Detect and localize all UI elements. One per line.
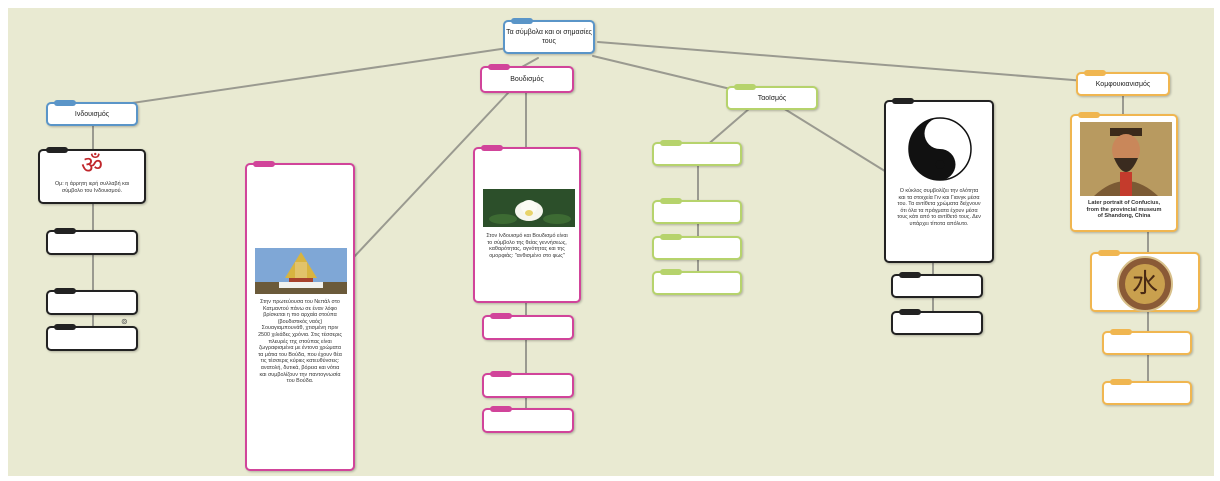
branch-confucianism[interactable]: Κομφουκιανισμός	[1076, 70, 1170, 96]
taoism-empty-node-4[interactable]	[652, 269, 742, 295]
mindmap-canvas[interactable]: Τα σύμβολα και οι σημασίες τους Ινδουισμ…	[8, 8, 1214, 476]
hinduism-empty-node-1[interactable]	[46, 228, 138, 255]
node-tag	[1110, 329, 1132, 335]
buddhism-empty-node-3[interactable]	[482, 406, 574, 433]
water-character: 水	[1125, 264, 1165, 304]
branch-taoism-title: Ταοϊσμός	[757, 94, 787, 102]
branch-buddhism[interactable]: Βουδισμός	[480, 64, 574, 93]
water-character-icon: 水	[1117, 256, 1173, 312]
branch-confucianism-title: Κομφουκιανισμός	[1095, 80, 1151, 88]
node-tag	[899, 272, 921, 278]
lotus-card[interactable]: Στον Ινδουισμό και Βουδισμό είναι το σύμ…	[473, 145, 581, 303]
mindmap-connectors	[92, 41, 1149, 419]
node-tag	[54, 228, 76, 234]
node-tag	[1110, 379, 1132, 385]
node-tag	[899, 309, 921, 315]
yin-yang-symbol-icon	[908, 117, 972, 181]
confucius-portrait-icon	[1080, 122, 1172, 196]
node-tag	[54, 100, 76, 106]
link-taoism-yinyang	[782, 107, 889, 174]
node-tag	[253, 161, 275, 167]
om-symbol-icon: ॐ	[81, 152, 103, 179]
taoism-empty-node-5[interactable]	[891, 272, 983, 298]
branch-taoism[interactable]: Ταοϊσμός	[726, 84, 818, 110]
confucianism-empty-node-1[interactable]	[1102, 329, 1192, 355]
confucius-caption: Later portrait of Confucius, from the pr…	[1086, 200, 1162, 220]
yinyang-card[interactable]: Ο κύκλος συμβολίζει την ολότητα και τα σ…	[884, 98, 994, 263]
node-tag	[511, 18, 533, 24]
confucianism-empty-node-2[interactable]	[1102, 379, 1192, 405]
taoism-empty-node-6[interactable]	[891, 309, 983, 335]
link-root-taoism	[592, 55, 744, 93]
yinyang-description: Ο κύκλος συμβολίζει την ολότητα και τα σ…	[897, 188, 981, 227]
node-tag	[660, 140, 682, 146]
node-tag	[54, 288, 76, 294]
branch-hinduism[interactable]: Ινδουισμός	[46, 100, 138, 126]
hinduism-empty-node-3[interactable]	[46, 324, 138, 351]
node-tag	[660, 198, 682, 204]
node-tag	[481, 145, 503, 151]
pagoda-description: Στην πρωτεύουσα του Νεπάλ στο Κατμαντού …	[258, 299, 342, 385]
lotus-description: Στον Ινδουισμό και Βουδισμό είναι το σύμ…	[486, 233, 568, 259]
node-tag	[660, 269, 682, 275]
link-root-confucianism	[597, 41, 1099, 83]
branch-hinduism-title: Ινδουισμός	[74, 110, 110, 118]
link-root-hinduism	[97, 47, 509, 109]
node-tag	[488, 64, 510, 70]
confucius-card[interactable]: Later portrait of Confucius, from the pr…	[1070, 112, 1178, 232]
node-tag	[54, 324, 76, 330]
root-title: Τα σύμβολα και οι σημασίες τους	[506, 29, 592, 45]
root-node[interactable]: Τα σύμβολα και οι σημασίες τους	[503, 18, 595, 54]
hinduism-empty-node-2[interactable]	[46, 288, 138, 315]
node-tag	[1084, 70, 1106, 76]
node-tag	[46, 147, 68, 153]
node-tag	[660, 234, 682, 240]
pagoda-card[interactable]: Στην πρωτεύουσα του Νεπάλ στο Κατμαντού …	[245, 161, 355, 471]
om-description: Ομ: η άρρητη ιερή συλλαβή και σύμβολο το…	[54, 181, 130, 194]
lotus-image-icon	[483, 189, 575, 227]
taoism-empty-node-1[interactable]	[652, 140, 742, 166]
link-buddhism-pagoda	[352, 92, 509, 259]
branch-buddhism-title: Βουδισμός	[510, 76, 544, 83]
node-tag	[490, 406, 512, 412]
taoism-empty-node-3[interactable]	[652, 234, 742, 260]
node-tag	[1078, 112, 1100, 118]
buddhism-empty-node-2[interactable]	[482, 371, 574, 398]
paperclip-icon: ⊚	[121, 317, 128, 326]
node-tag	[490, 313, 512, 319]
node-tag	[734, 84, 756, 90]
water-symbol-card[interactable]: 水	[1090, 250, 1200, 312]
node-tag	[892, 98, 914, 104]
node-tag	[1098, 250, 1120, 256]
buddhism-empty-node-1[interactable]	[482, 313, 574, 340]
taoism-empty-node-2[interactable]	[652, 198, 742, 224]
node-tag	[490, 371, 512, 377]
om-card[interactable]: ॐ Ομ: η άρρητη ιερή συλλαβή και σύμβολο …	[38, 147, 146, 204]
pagoda-image-icon	[255, 248, 347, 294]
